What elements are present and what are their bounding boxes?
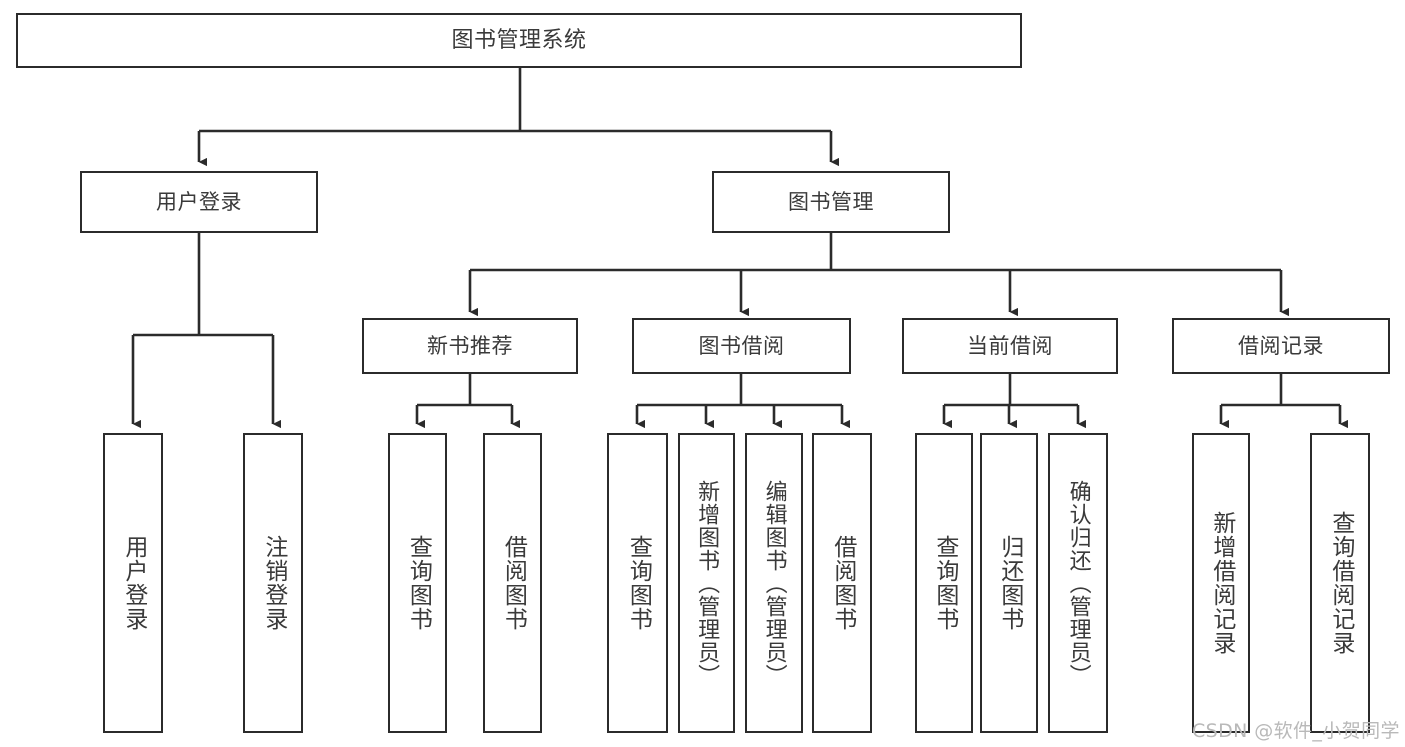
node-label: 查询图书: [625, 535, 652, 631]
node-label: 用户登录: [120, 535, 147, 631]
node-root-system[interactable]: 图书管理系统: [16, 13, 1022, 68]
node-label: 查询图书: [931, 535, 958, 631]
leaf-book-borrow-add[interactable]: 新增图书（管理员）: [678, 433, 735, 733]
node-user-login[interactable]: 用户登录: [80, 171, 318, 233]
node-label: 用户登录: [156, 189, 242, 214]
leaf-user-login-logout[interactable]: 注销登录: [243, 433, 303, 733]
node-label: 查询借阅记录: [1327, 511, 1354, 655]
node-label: 图书管理系统: [451, 27, 587, 53]
leaf-new-book-search[interactable]: 查询图书: [388, 433, 447, 733]
node-label: 新书推荐: [427, 333, 513, 358]
node-label: 借阅图书: [829, 535, 856, 631]
leaf-book-borrow-search[interactable]: 查询图书: [607, 433, 668, 733]
leaf-current-borrow-search[interactable]: 查询图书: [915, 433, 973, 733]
leaf-new-book-borrow[interactable]: 借阅图书: [483, 433, 542, 733]
node-label: 查询图书: [405, 535, 432, 631]
node-label: 确认归还（管理员）: [1065, 479, 1091, 687]
node-label: 借阅记录: [1238, 333, 1324, 358]
node-book-borrow[interactable]: 图书借阅: [632, 318, 851, 374]
node-book-management[interactable]: 图书管理: [712, 171, 950, 233]
node-label: 注销登录: [260, 535, 287, 631]
leaf-book-borrow-edit[interactable]: 编辑图书（管理员）: [745, 433, 803, 733]
leaf-book-borrow-borrow[interactable]: 借阅图书: [812, 433, 872, 733]
node-label: 借阅图书: [500, 535, 527, 631]
node-label: 新增图书（管理员）: [694, 479, 720, 687]
node-new-book-recommend[interactable]: 新书推荐: [362, 318, 578, 374]
node-label: 当前借阅: [967, 333, 1053, 358]
node-label: 图书管理: [788, 189, 874, 214]
csdn-watermark: CSDN @软件_小贺同学: [1192, 720, 1400, 742]
leaf-current-borrow-confirm-return[interactable]: 确认归还（管理员）: [1048, 433, 1108, 733]
node-label: 图书借阅: [698, 333, 785, 358]
leaf-borrow-record-add[interactable]: 新增借阅记录: [1192, 433, 1250, 733]
node-label: 新增借阅记录: [1208, 511, 1235, 655]
node-borrow-record[interactable]: 借阅记录: [1172, 318, 1390, 374]
leaf-borrow-record-search[interactable]: 查询借阅记录: [1310, 433, 1370, 733]
leaf-user-login-login[interactable]: 用户登录: [103, 433, 163, 733]
node-label: 编辑图书（管理员）: [761, 479, 787, 687]
node-label: 归还图书: [996, 535, 1023, 631]
node-current-borrow[interactable]: 当前借阅: [902, 318, 1118, 374]
leaf-current-borrow-return[interactable]: 归还图书: [980, 433, 1038, 733]
